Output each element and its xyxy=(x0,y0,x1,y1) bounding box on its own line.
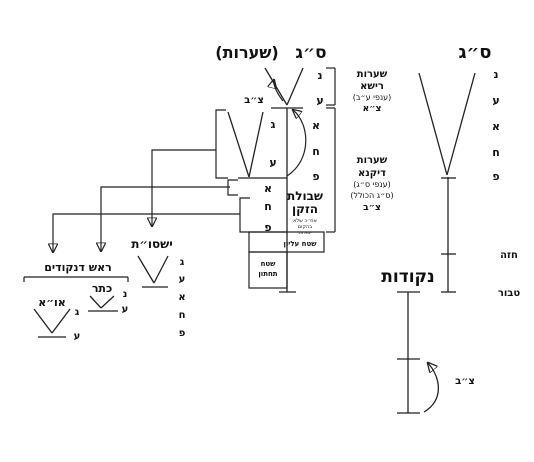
yishsut-letter-chet: ח xyxy=(179,310,186,321)
main-letter-alef: א xyxy=(312,119,320,132)
rosh-hairs-line-2: רישא xyxy=(360,81,384,92)
ao-letter-ayin: ע xyxy=(74,331,81,342)
right-letter-peh: פ xyxy=(492,170,499,183)
shibolet-note-2: בהקום xyxy=(298,224,312,230)
inner-v-left xyxy=(227,111,250,178)
lower-letter-peh: פ xyxy=(264,221,271,234)
yishsut-letter-ayin: ע xyxy=(179,274,186,285)
shibolet-line-1: שבולת xyxy=(287,189,323,203)
nekudot-tsb-label: צ״ב xyxy=(455,376,475,387)
yishsut-letter-gimel: ג xyxy=(180,257,185,268)
rosh-hairs-line-1: שערות xyxy=(357,69,388,80)
right-column-letters: נ ע א ח פ xyxy=(492,68,500,183)
keter-label: כתר xyxy=(92,282,112,295)
keter-v-right xyxy=(100,295,115,309)
lower-letter-chet: ח xyxy=(264,200,272,213)
right-letter-ayin: ע xyxy=(492,94,499,107)
inner-letter-gimel: ג xyxy=(271,118,276,131)
shibolet-note-3: יסודות xyxy=(298,230,311,236)
main-title-hairs: (שערות) xyxy=(215,43,278,62)
yishsut-v-left xyxy=(137,255,155,284)
main-letter-nun: נ xyxy=(318,69,323,82)
shibolet-note-1: אח״כ שלא xyxy=(293,218,317,224)
yishsut-letters: ג ע א ח פ xyxy=(178,257,185,339)
chest-label: חזה xyxy=(500,250,518,261)
keter-v-left xyxy=(89,295,102,309)
inner-v-right xyxy=(248,111,264,178)
connector-to-rosh-nekudim xyxy=(53,213,240,252)
connector-to-yishsut xyxy=(152,149,216,226)
inner-letter-ayin: ע xyxy=(269,156,276,169)
main-tsb-arrow xyxy=(274,80,284,102)
main-top-v-left xyxy=(264,67,288,106)
nekudot-title: נקודות xyxy=(381,267,435,287)
ao-v-right xyxy=(51,308,71,334)
ao-v-left xyxy=(33,308,53,334)
navel-label: טבור xyxy=(498,288,521,299)
right-v-left-line xyxy=(418,72,448,176)
main-tsb-label: צ״ב xyxy=(244,95,264,106)
right-v-right-line xyxy=(446,72,476,176)
right-column-title: ס״ג xyxy=(458,42,491,63)
ao-label: או״א xyxy=(38,296,66,309)
dikna-hairs-line-3: (ענפי ס״ג) xyxy=(353,180,390,189)
yishsut-letter-peh: פ xyxy=(179,328,186,339)
keter-letter-nun: נ xyxy=(123,289,128,300)
rosh-hairs-line-3: (ענפי ע״ב) xyxy=(353,93,392,102)
dikna-hairs-note: שערות דיקנא (ענפי ס״ג) (ס״ג הכולל) צ״ב xyxy=(350,155,393,213)
right-letter-chet: ח xyxy=(492,146,500,159)
rosh-hairs-line-4: צ״א xyxy=(363,104,382,114)
yishsut-letter-alef: א xyxy=(178,292,185,303)
dikna-hairs-line-4: (ס״ג הכולל) xyxy=(350,191,393,200)
lower-surface-box xyxy=(248,251,288,289)
keter-letter-ayin: ע xyxy=(122,304,129,315)
upper-surface-label: שטח עליון xyxy=(283,240,317,248)
upper-left-bracket xyxy=(215,109,228,179)
main-body-curve-arrow xyxy=(286,110,307,177)
main-top-v-right xyxy=(286,67,304,106)
ao-letter-gimel: ג xyxy=(75,307,80,318)
main-letter-peh: פ xyxy=(312,170,319,183)
rosh-nekudim-title: ראש דנקודים xyxy=(44,261,112,274)
yishsut-v-right xyxy=(153,255,169,284)
dikna-hairs-line-1: שערות xyxy=(357,155,388,166)
shibolet-line-2: הזקן xyxy=(292,202,318,216)
main-body-letters: א ח פ xyxy=(312,119,320,183)
lower-surface-line-1: שטח xyxy=(261,260,277,268)
main-letter-chet: ח xyxy=(312,145,320,158)
dikna-hairs-line-2: דיקנא xyxy=(358,168,386,179)
dikna-hairs-line-5: צ״ב xyxy=(363,203,381,213)
right-letter-nun: נ xyxy=(494,68,499,81)
main-letter-ayin: ע xyxy=(316,94,323,107)
main-title-sg: ס״ג xyxy=(295,43,326,63)
connector-to-keter xyxy=(101,186,230,251)
yishsut-title: ישסו״ת xyxy=(131,237,173,251)
rosh-hairs-note: שערות רישא (ענפי ע״ב) צ״א xyxy=(353,69,392,114)
chet-peh-bracket xyxy=(239,197,250,233)
lower-letter-alef: א xyxy=(264,182,272,195)
nekudot-rising-arrow xyxy=(423,363,439,413)
right-letter-alef: א xyxy=(492,120,500,133)
lower-surface-line-2: תחתון xyxy=(258,270,277,278)
